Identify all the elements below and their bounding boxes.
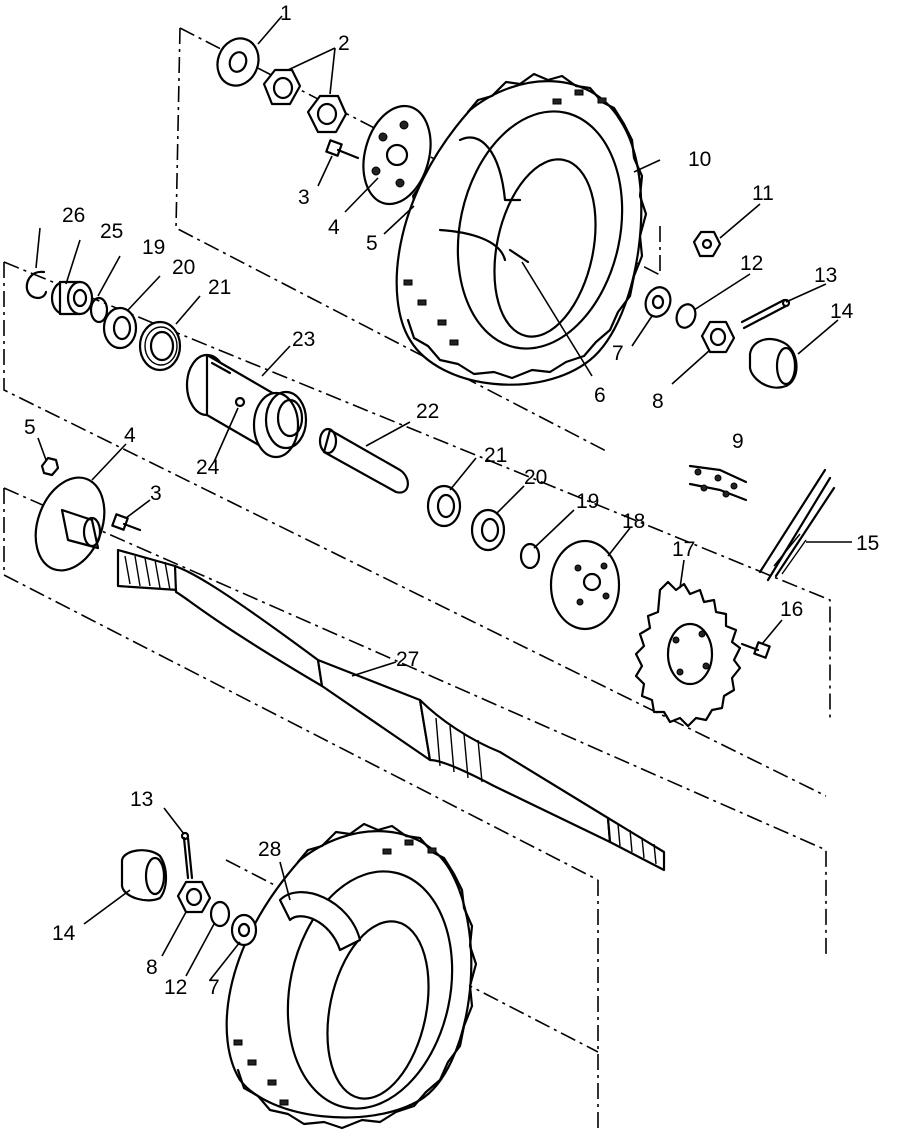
leader-lines: [35, 15, 852, 981]
callout-6: 6: [594, 384, 606, 407]
callout-12: 12: [740, 252, 763, 275]
castle-nut-part-2-b: [306, 94, 348, 134]
callout-13: 13: [814, 264, 837, 287]
callout-20: 20: [172, 256, 195, 279]
dust-cap-part-14-lower: [120, 849, 168, 902]
callout-14: 14: [830, 300, 854, 323]
callout-5: 5: [366, 232, 378, 255]
master-link-part-9: [688, 464, 748, 502]
callout-1: 1: [280, 2, 292, 25]
callout-22: 22: [416, 400, 439, 423]
callout-17: 17: [672, 538, 695, 561]
callout-15: 15: [856, 532, 879, 555]
callout-10: 10: [688, 148, 711, 171]
callout-21: 21: [208, 276, 231, 299]
callout-25: 25: [100, 220, 123, 243]
callout-13: 13: [130, 788, 153, 811]
callout-2: 2: [338, 32, 350, 55]
wheel-part-10: [395, 72, 648, 386]
spacer-tube-part-22: [318, 427, 409, 494]
callout-20: 20: [524, 466, 547, 489]
callout-9: 9: [732, 430, 744, 453]
washer-part-7-upper: [644, 286, 672, 318]
axle-shaft-part-27: [116, 548, 666, 872]
castle-nut-part-8-lower: [176, 880, 212, 914]
wheel-part-28: [225, 822, 478, 1130]
callout-27: 27: [396, 648, 419, 671]
washer-part-12-lower: [209, 900, 231, 928]
bolt-part-3-upper: [325, 139, 360, 160]
bearing-part-21-lower: [426, 484, 462, 528]
callout-28: 28: [258, 838, 281, 861]
callout-26: 26: [62, 204, 85, 227]
callout-11: 11: [752, 182, 774, 205]
callout-5: 5: [24, 416, 36, 439]
sprocket-part-17: [634, 580, 742, 728]
callout-8: 8: [146, 956, 158, 979]
callout-19: 19: [576, 490, 599, 513]
sprocket-hub-part-18: [549, 539, 621, 631]
callout-labels: 1 2 3 4 5 6 7 8 9 10 11 12 13 14 15 16 1…: [24, 2, 879, 999]
castle-nut-part-8-upper: [700, 320, 736, 354]
nut-part-11: [692, 230, 722, 258]
callout-3: 3: [150, 482, 162, 505]
grease-fitting-part-24: [234, 396, 246, 408]
callout-14: 14: [52, 922, 76, 945]
washer-part-12-upper: [675, 303, 697, 329]
bushing-part-25: [50, 280, 94, 316]
washer-part-1: [216, 37, 260, 87]
callout-8: 8: [652, 390, 664, 413]
bearing-part-21-upper: [138, 320, 182, 372]
o-ring-part-19-upper: [89, 296, 109, 324]
seal-part-20-upper: [102, 306, 138, 350]
bolt-part-3-lower: [111, 513, 142, 532]
callout-12: 12: [164, 976, 187, 999]
castle-nut-part-2-a: [262, 68, 302, 106]
callout-4: 4: [328, 216, 340, 239]
seal-part-20-lower: [470, 508, 506, 552]
o-ring-part-19-lower: [519, 542, 541, 570]
dust-cap-part-14-upper: [748, 337, 798, 389]
nut-part-5-lower: [40, 456, 60, 477]
callout-7: 7: [612, 342, 624, 365]
callout-21: 21: [484, 444, 507, 467]
cotter-pin-part-13-lower: [180, 831, 194, 880]
snap-ring-part-26: [25, 270, 48, 300]
chain-part-15: [758, 468, 836, 582]
washer-part-7-lower: [230, 913, 258, 947]
callout-19: 19: [142, 236, 165, 259]
hub-part-4-upper: [362, 104, 432, 206]
callout-16: 16: [780, 598, 803, 621]
callout-18: 18: [622, 510, 645, 533]
cotter-pin-part-13-upper: [740, 298, 791, 330]
callout-7: 7: [208, 976, 220, 999]
hub-part-4-lower: [34, 476, 106, 572]
callout-4: 4: [124, 424, 136, 447]
valve-stem-part-6: [508, 248, 530, 264]
bolt-part-16: [740, 641, 771, 659]
axle-housing-part-23: [185, 353, 308, 459]
callout-24: 24: [196, 456, 220, 479]
callout-23: 23: [292, 328, 315, 351]
callout-3: 3: [298, 186, 310, 209]
